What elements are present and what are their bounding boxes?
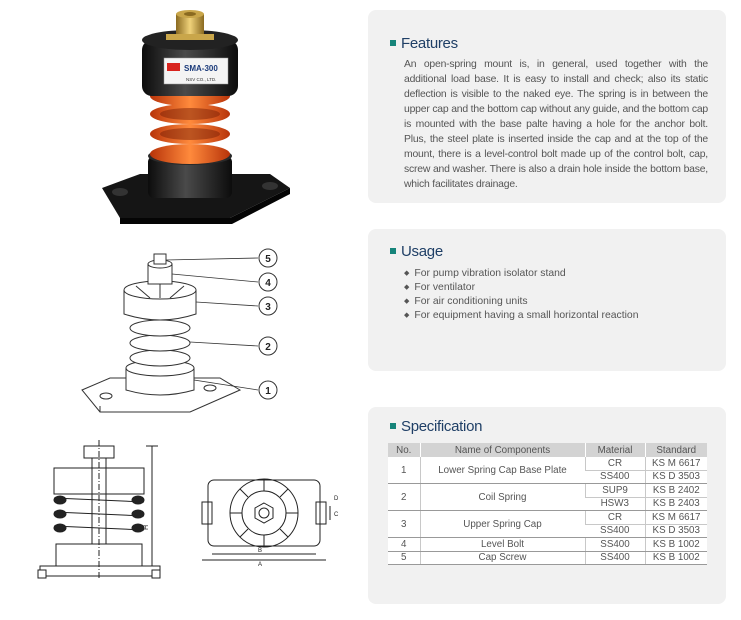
list-item: For equipment having a small horizontal … [404, 309, 638, 323]
features-heading: Features [390, 35, 458, 52]
heading-bullet-icon [390, 248, 396, 254]
cell-no: 5 [388, 551, 420, 565]
product-model-label: SMA-300 [184, 64, 218, 73]
header-name: Name of Components [419, 443, 585, 457]
specification-table: No. Name of Components Material Standard… [388, 443, 707, 565]
cell-material: CR [584, 457, 645, 471]
cell-no: 2 [388, 483, 420, 511]
table-row: 5 Cap Screw SS400 KS B 1002 [388, 551, 707, 565]
table-row: SS400 KS D 3503 [388, 524, 707, 538]
dim-h-label: H [143, 525, 150, 530]
cell-standard: KS B 2403 [644, 497, 707, 511]
cell-standard: KS B 1002 [644, 537, 707, 552]
list-item: For ventilator [404, 281, 639, 295]
table-header-row: No. Name of Components Material Standard [388, 443, 707, 457]
cell-no: 4 [388, 537, 420, 552]
product-photo: SMA-300 NSV CO., LTD. [102, 10, 290, 224]
product-company-label: NSV CO., LTD. [186, 77, 216, 82]
callout-3: 3 [265, 302, 271, 313]
cell-material: SUP9 [584, 483, 645, 498]
cell-name: Lower Spring Cap Base Plate [419, 457, 585, 484]
specification-panel: Specification No. Name of Components Mat… [368, 407, 726, 604]
table-row: 4 Level Bolt SS400 KS B 1002 [388, 537, 707, 552]
cell-standard: KS B 1002 [644, 551, 707, 565]
component-line-drawing: 5 4 3 2 1 [81, 248, 278, 413]
callout-4: 4 [265, 278, 271, 289]
table-row: 1 Lower Spring Cap Base Plate CR KS M 66… [388, 457, 707, 484]
cell-standard: KS D 3503 [644, 524, 707, 538]
callout-2: 2 [265, 342, 271, 353]
section-drawing: H [37, 440, 161, 580]
cell-name: Level Bolt [419, 537, 585, 552]
dim-c-label: C [334, 512, 339, 518]
list-item: For pump vibration isolator stand [404, 267, 639, 281]
features-text: An open-spring mount is, in general, use… [404, 59, 708, 190]
dim-d-label: D [334, 496, 339, 502]
heading-bullet-icon [390, 40, 396, 46]
table-row: SS400 KS D 3503 [388, 470, 707, 484]
usage-list: For pump vibration isolator stand For ve… [404, 267, 639, 323]
features-panel: Features An open-spring mount is, in gen… [368, 10, 726, 203]
header-material: Material [584, 443, 645, 457]
cell-no: 3 [388, 510, 420, 538]
cell-material: SS400 [584, 537, 645, 552]
dim-b-label: B [258, 548, 262, 554]
usage-heading: Usage [390, 243, 443, 260]
cell-standard: KS B 2402 [644, 483, 707, 498]
cell-material: SS400 [585, 524, 645, 538]
dim-a-label: A [258, 562, 262, 568]
usage-panel: Usage For pump vibration isolator stand … [368, 229, 726, 371]
cell-no: 1 [388, 457, 420, 484]
heading-bullet-icon [390, 423, 396, 429]
cell-standard: KS M 6617 [644, 457, 707, 471]
cell-standard: KS D 3503 [644, 470, 707, 484]
table-row: HSW3 KS B 2403 [388, 497, 707, 511]
cell-standard: KS M 6617 [644, 510, 707, 525]
spring-coils [150, 86, 230, 164]
header-no: No. [388, 443, 420, 457]
table-row: 3 Upper Spring Cap CR KS M 6617 [388, 510, 707, 538]
cell-material: HSW3 [585, 497, 645, 511]
callout-5: 5 [265, 254, 271, 265]
cell-name: Coil Spring [419, 483, 585, 511]
cell-material: SS400 [584, 551, 645, 565]
cell-material: SS400 [585, 470, 645, 484]
specification-heading: Specification [390, 418, 482, 435]
cell-material: CR [584, 510, 645, 525]
list-item: For air conditioning units [404, 295, 639, 309]
cell-name: Cap Screw [419, 551, 585, 565]
cell-name: Upper Spring Cap [419, 510, 585, 538]
callout-1: 1 [265, 386, 271, 397]
plan-drawing: B A C D [201, 478, 339, 568]
table-row: 2 Coil Spring SUP9 KS B 2402 [388, 483, 707, 511]
header-standard: Standard [644, 443, 707, 457]
